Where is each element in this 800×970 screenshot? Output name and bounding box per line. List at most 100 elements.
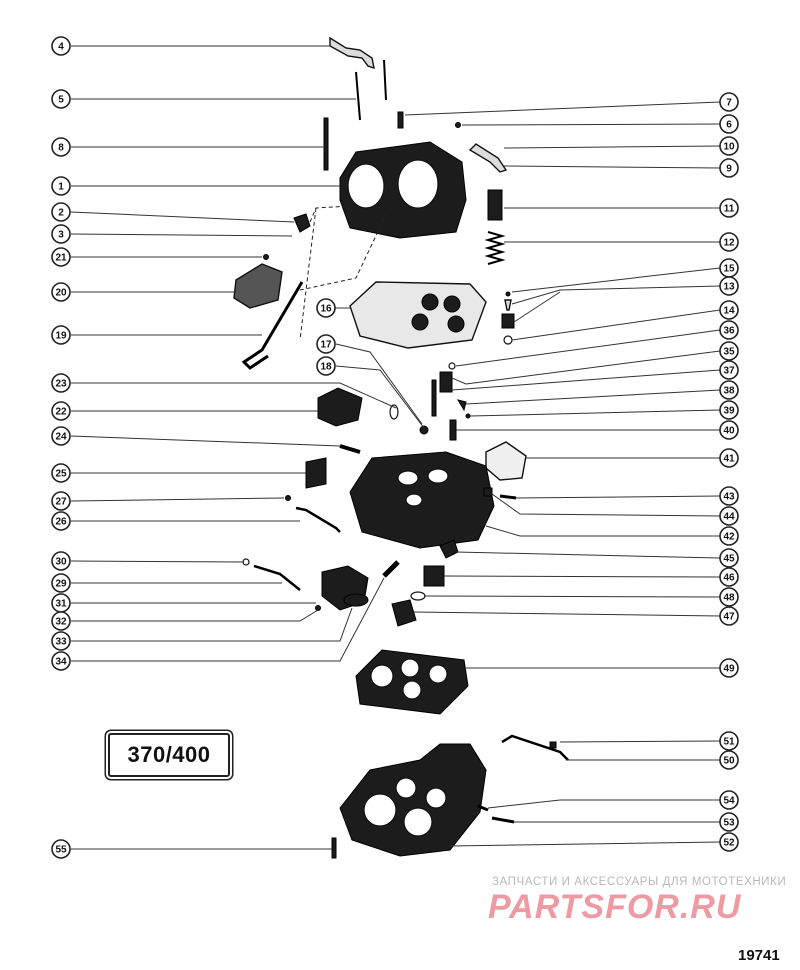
- part-55-screw: [331, 837, 337, 859]
- callout-13: 13: [719, 276, 739, 296]
- svg-text:52: 52: [723, 838, 735, 849]
- part-47-nut: [391, 599, 417, 627]
- svg-text:8: 8: [58, 143, 64, 154]
- svg-text:45: 45: [723, 554, 735, 565]
- callout-29: 29: [51, 573, 71, 593]
- leader-36: [455, 329, 721, 367]
- gasket-hole-1: [421, 293, 439, 311]
- svg-text:36: 36: [723, 326, 735, 337]
- svg-text:12: 12: [723, 238, 735, 249]
- callout-49: 49: [719, 658, 739, 678]
- leader-7: [404, 101, 721, 116]
- svg-text:32: 32: [55, 617, 67, 628]
- part-48-washer: [410, 591, 426, 601]
- callout-9: 9: [719, 158, 739, 178]
- leader-54: [487, 799, 720, 809]
- part-19-rod: [241, 281, 304, 370]
- svg-text:53: 53: [723, 818, 735, 829]
- callout-8: 8: [51, 137, 71, 157]
- callout-51: 51: [719, 731, 739, 751]
- watermark-tagline: ЗАПЧАСТИ И АКСЕССУАРЫ ДЛЯ МОТОТЕХНИКИ: [492, 876, 787, 888]
- part-44-spring: [483, 487, 493, 497]
- leader-37: [451, 369, 721, 391]
- leader-27: [70, 497, 285, 502]
- svg-text:31: 31: [55, 599, 67, 610]
- part-13-needle: [504, 299, 512, 311]
- svg-text:3: 3: [58, 230, 64, 241]
- part-32-screw: [315, 605, 321, 611]
- callout-4: 4: [51, 36, 71, 56]
- part-29-rod: [253, 564, 301, 591]
- svg-text:22: 22: [55, 407, 67, 418]
- part-35-clip: [451, 377, 467, 385]
- callout-33: 33: [51, 631, 71, 651]
- callout-34: 34: [51, 651, 71, 671]
- leader-35: [465, 350, 721, 385]
- part-9-lever: [468, 143, 508, 173]
- svg-text:17: 17: [320, 340, 332, 351]
- callout-42: 42: [719, 526, 739, 546]
- leader-17: [335, 343, 423, 425]
- part-7-screw: [397, 111, 404, 129]
- svg-text:30: 30: [55, 557, 67, 568]
- leader-24: [70, 435, 341, 447]
- svg-text:5: 5: [58, 95, 64, 106]
- svg-text:42: 42: [723, 532, 735, 543]
- svg-text:44: 44: [723, 512, 735, 523]
- model-label: 370/400: [127, 742, 211, 767]
- svg-text:13: 13: [723, 282, 735, 293]
- body-hole-3: [405, 493, 423, 507]
- leader-2: [70, 211, 295, 223]
- leader-13: [511, 285, 721, 305]
- callout-26: 26: [51, 511, 71, 531]
- figure-number: 19741: [738, 947, 780, 964]
- callout-40: 40: [719, 420, 739, 440]
- part-24-piston: [339, 444, 361, 454]
- callout-37: 37: [719, 360, 739, 380]
- leader-38: [465, 389, 721, 405]
- leader-9: [503, 165, 721, 169]
- part-4b-rod: [383, 59, 387, 101]
- leader-44: [491, 493, 721, 517]
- callout-10: 10: [719, 136, 739, 156]
- callout-5: 5: [51, 89, 71, 109]
- svg-text:46: 46: [723, 573, 735, 584]
- callout-19: 19: [51, 325, 71, 345]
- leader-52: [449, 841, 721, 847]
- part-53-screw: [491, 816, 515, 824]
- part-illustrations: [233, 36, 569, 859]
- body-hole-2: [427, 468, 449, 484]
- throttle-bore-2: [403, 807, 433, 837]
- leader-lines: [70, 45, 721, 850]
- plate-hole-3: [428, 664, 448, 684]
- part-33-diaphragm: [343, 593, 369, 607]
- part-4-lever: [329, 36, 375, 70]
- leader-39: [469, 409, 721, 417]
- leader-30: [70, 560, 245, 563]
- callout-1: 1: [51, 176, 71, 196]
- part-6-screw: [455, 122, 461, 128]
- callout-31: 31: [51, 593, 71, 613]
- svg-text:35: 35: [723, 347, 735, 358]
- svg-text:21: 21: [55, 253, 67, 264]
- callout-46: 46: [719, 567, 739, 587]
- leader-10: [503, 145, 721, 149]
- callout-30: 30: [51, 551, 71, 571]
- callout-21: 21: [51, 247, 71, 267]
- svg-text:14: 14: [723, 306, 735, 317]
- part-54-spring: [477, 804, 489, 812]
- callout-36: 36: [719, 320, 739, 340]
- svg-text:39: 39: [723, 406, 735, 417]
- callout-23: 23: [51, 373, 71, 393]
- callout-35: 35: [719, 341, 739, 361]
- svg-text:47: 47: [723, 612, 735, 623]
- svg-text:4: 4: [58, 42, 64, 53]
- svg-text:55: 55: [55, 845, 67, 856]
- svg-text:48: 48: [723, 593, 735, 604]
- callout-53: 53: [719, 812, 739, 832]
- svg-text:29: 29: [55, 579, 67, 590]
- callout-25: 25: [51, 463, 71, 483]
- svg-text:34: 34: [55, 657, 67, 668]
- leader-45: [455, 551, 721, 559]
